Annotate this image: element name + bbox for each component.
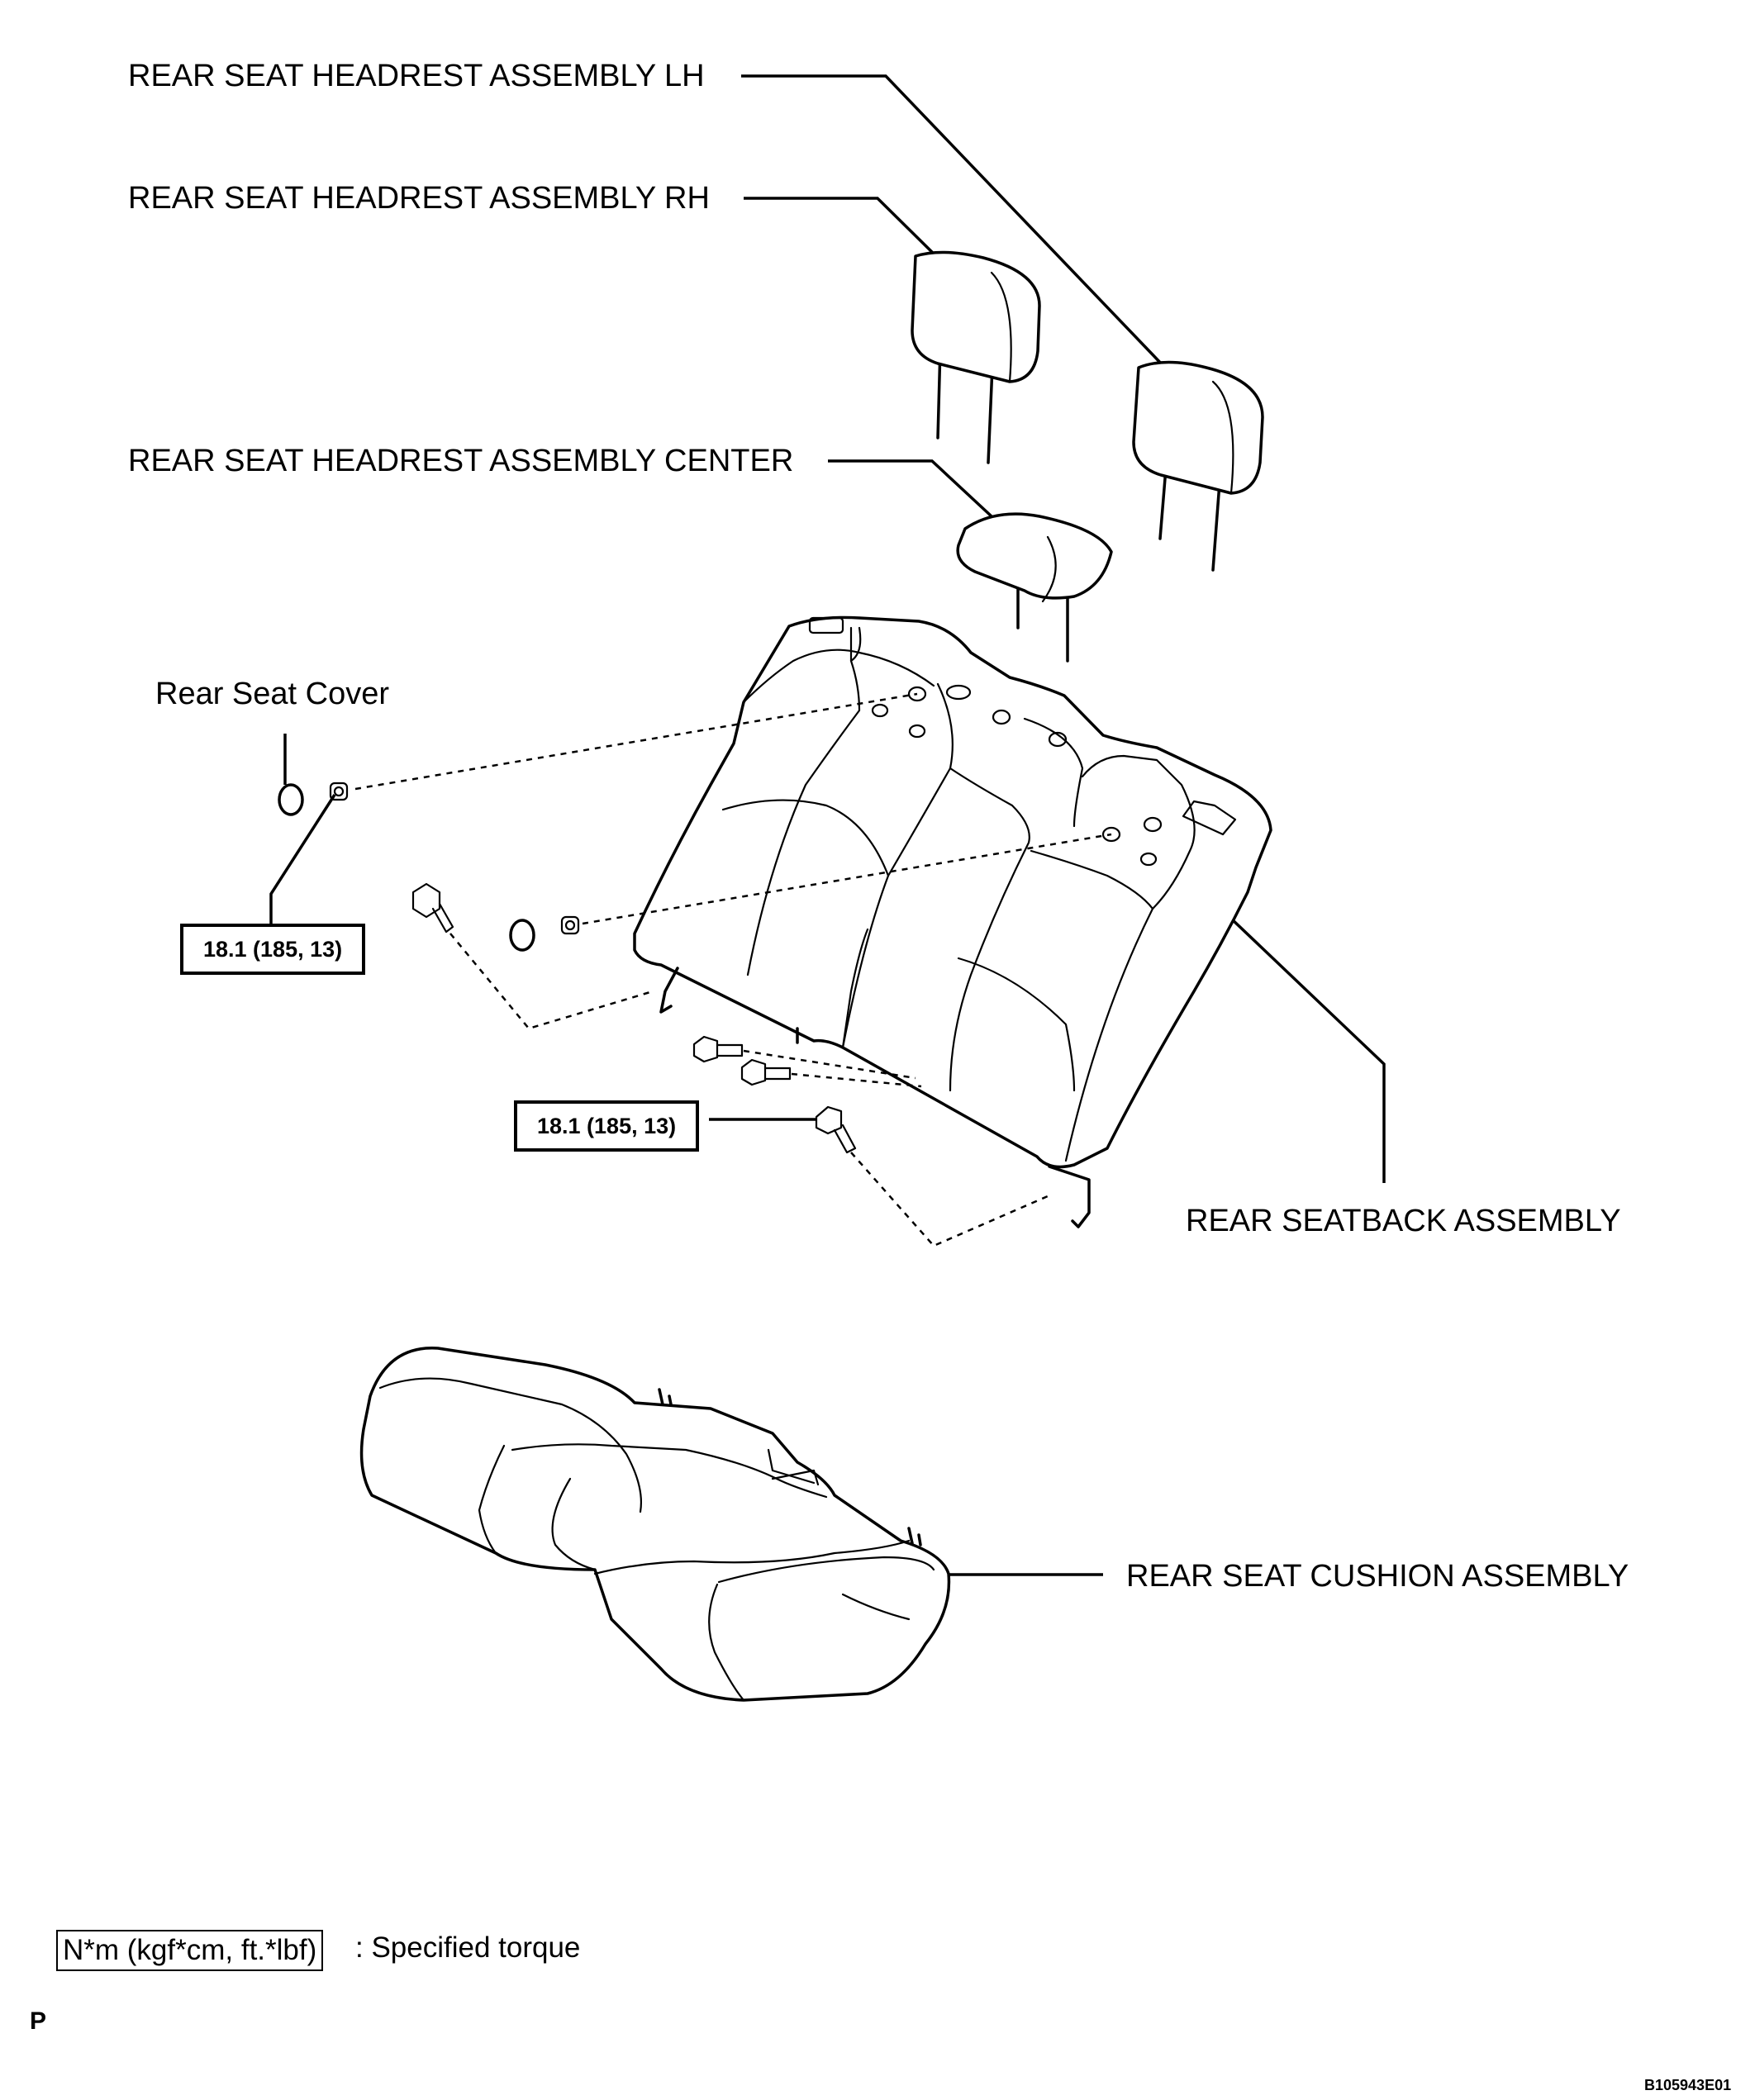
leader-seatback — [1228, 915, 1386, 1183]
label-headrest-center: REAR SEAT HEADREST ASSEMBLY CENTER — [128, 444, 794, 478]
headrest-center-drawing — [956, 512, 1113, 663]
leader-headrest-lh — [741, 74, 1167, 369]
label-headrest-rh: REAR SEAT HEADREST ASSEMBLY RH — [128, 181, 710, 216]
legend-description: : Specified torque — [355, 1931, 581, 1964]
label-seat-cover: Rear Seat Cover — [155, 677, 390, 711]
torque-box-lower: 18.1 (185, 13) — [514, 1100, 700, 1152]
label-cushion: REAR SEAT CUSHION ASSEMBLY — [1126, 1559, 1629, 1594]
figure-code: B105943E01 — [1644, 2077, 1732, 2093]
label-headrest-lh: REAR SEAT HEADREST ASSEMBLY LH — [128, 59, 705, 93]
legend-unit-box: N*m (kgf*cm, ft.*lbf) — [56, 1930, 324, 1971]
page-mark: P — [30, 2007, 47, 2035]
leader-torque-upper — [269, 794, 336, 924]
leader-headrest-center — [828, 459, 993, 518]
fasteners-drawing — [278, 782, 857, 1154]
dashed-guides — [354, 692, 1112, 1247]
headrest-lh-drawing — [1132, 360, 1264, 572]
torque-box-upper: 18.1 (185, 13) — [180, 924, 366, 975]
leader-headrest-rh — [744, 197, 942, 262]
seatback-drawing — [633, 615, 1272, 1228]
headrest-rh-drawing — [911, 250, 1041, 464]
cushion-drawing — [359, 1347, 951, 1702]
label-seatback: REAR SEATBACK ASSEMBLY — [1186, 1204, 1621, 1238]
